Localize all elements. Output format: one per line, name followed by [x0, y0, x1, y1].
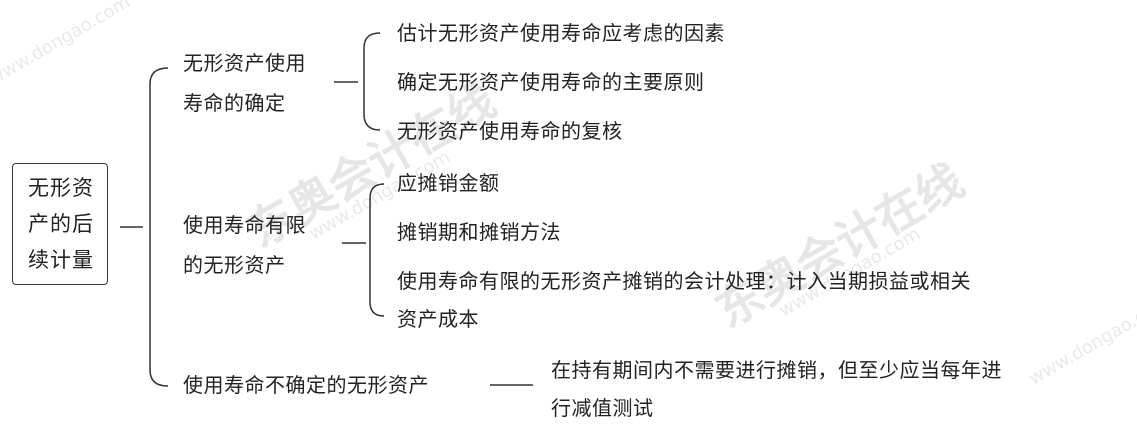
root-line: 续计量 [28, 248, 94, 272]
branch-label: 使用寿命有限 [183, 213, 306, 237]
leaf-node: 无形资产使用寿命的复核 [397, 119, 623, 143]
leaf-node: 应摊销金额 [397, 171, 500, 195]
branch2-bracket [369, 183, 385, 317]
root-node: 无形资 产的后 续计量 [12, 163, 108, 285]
branch-label: 寿命的确定 [183, 91, 286, 115]
root-line: 产的后 [28, 212, 94, 236]
root-line: 无形资 [28, 176, 94, 200]
leaf-node: 估计无形资产使用寿命应考虑的因素 [397, 21, 725, 45]
branch-label: 的无形资产 [183, 253, 286, 277]
branch1-bracket [363, 32, 381, 131]
leaf-node: 资产成本 [397, 307, 479, 331]
leaf-node: 使用寿命有限的无形资产摊销的会计处理：计入当期损益或相关 [397, 269, 971, 293]
leaf-node: 摊销期和摊销方法 [397, 220, 561, 244]
branch-label: 无形资产使用 [183, 51, 306, 75]
branch-label: 使用寿命不确定的无形资产 [183, 373, 429, 397]
main-bracket [149, 67, 169, 387]
leaf-node: 在持有期间内不需要进行摊销，但至少应当每年进 [551, 358, 1002, 382]
leaf-node: 确定无形资产使用寿命的主要原则 [397, 70, 705, 94]
leaf-node: 行减值测试 [551, 396, 654, 420]
